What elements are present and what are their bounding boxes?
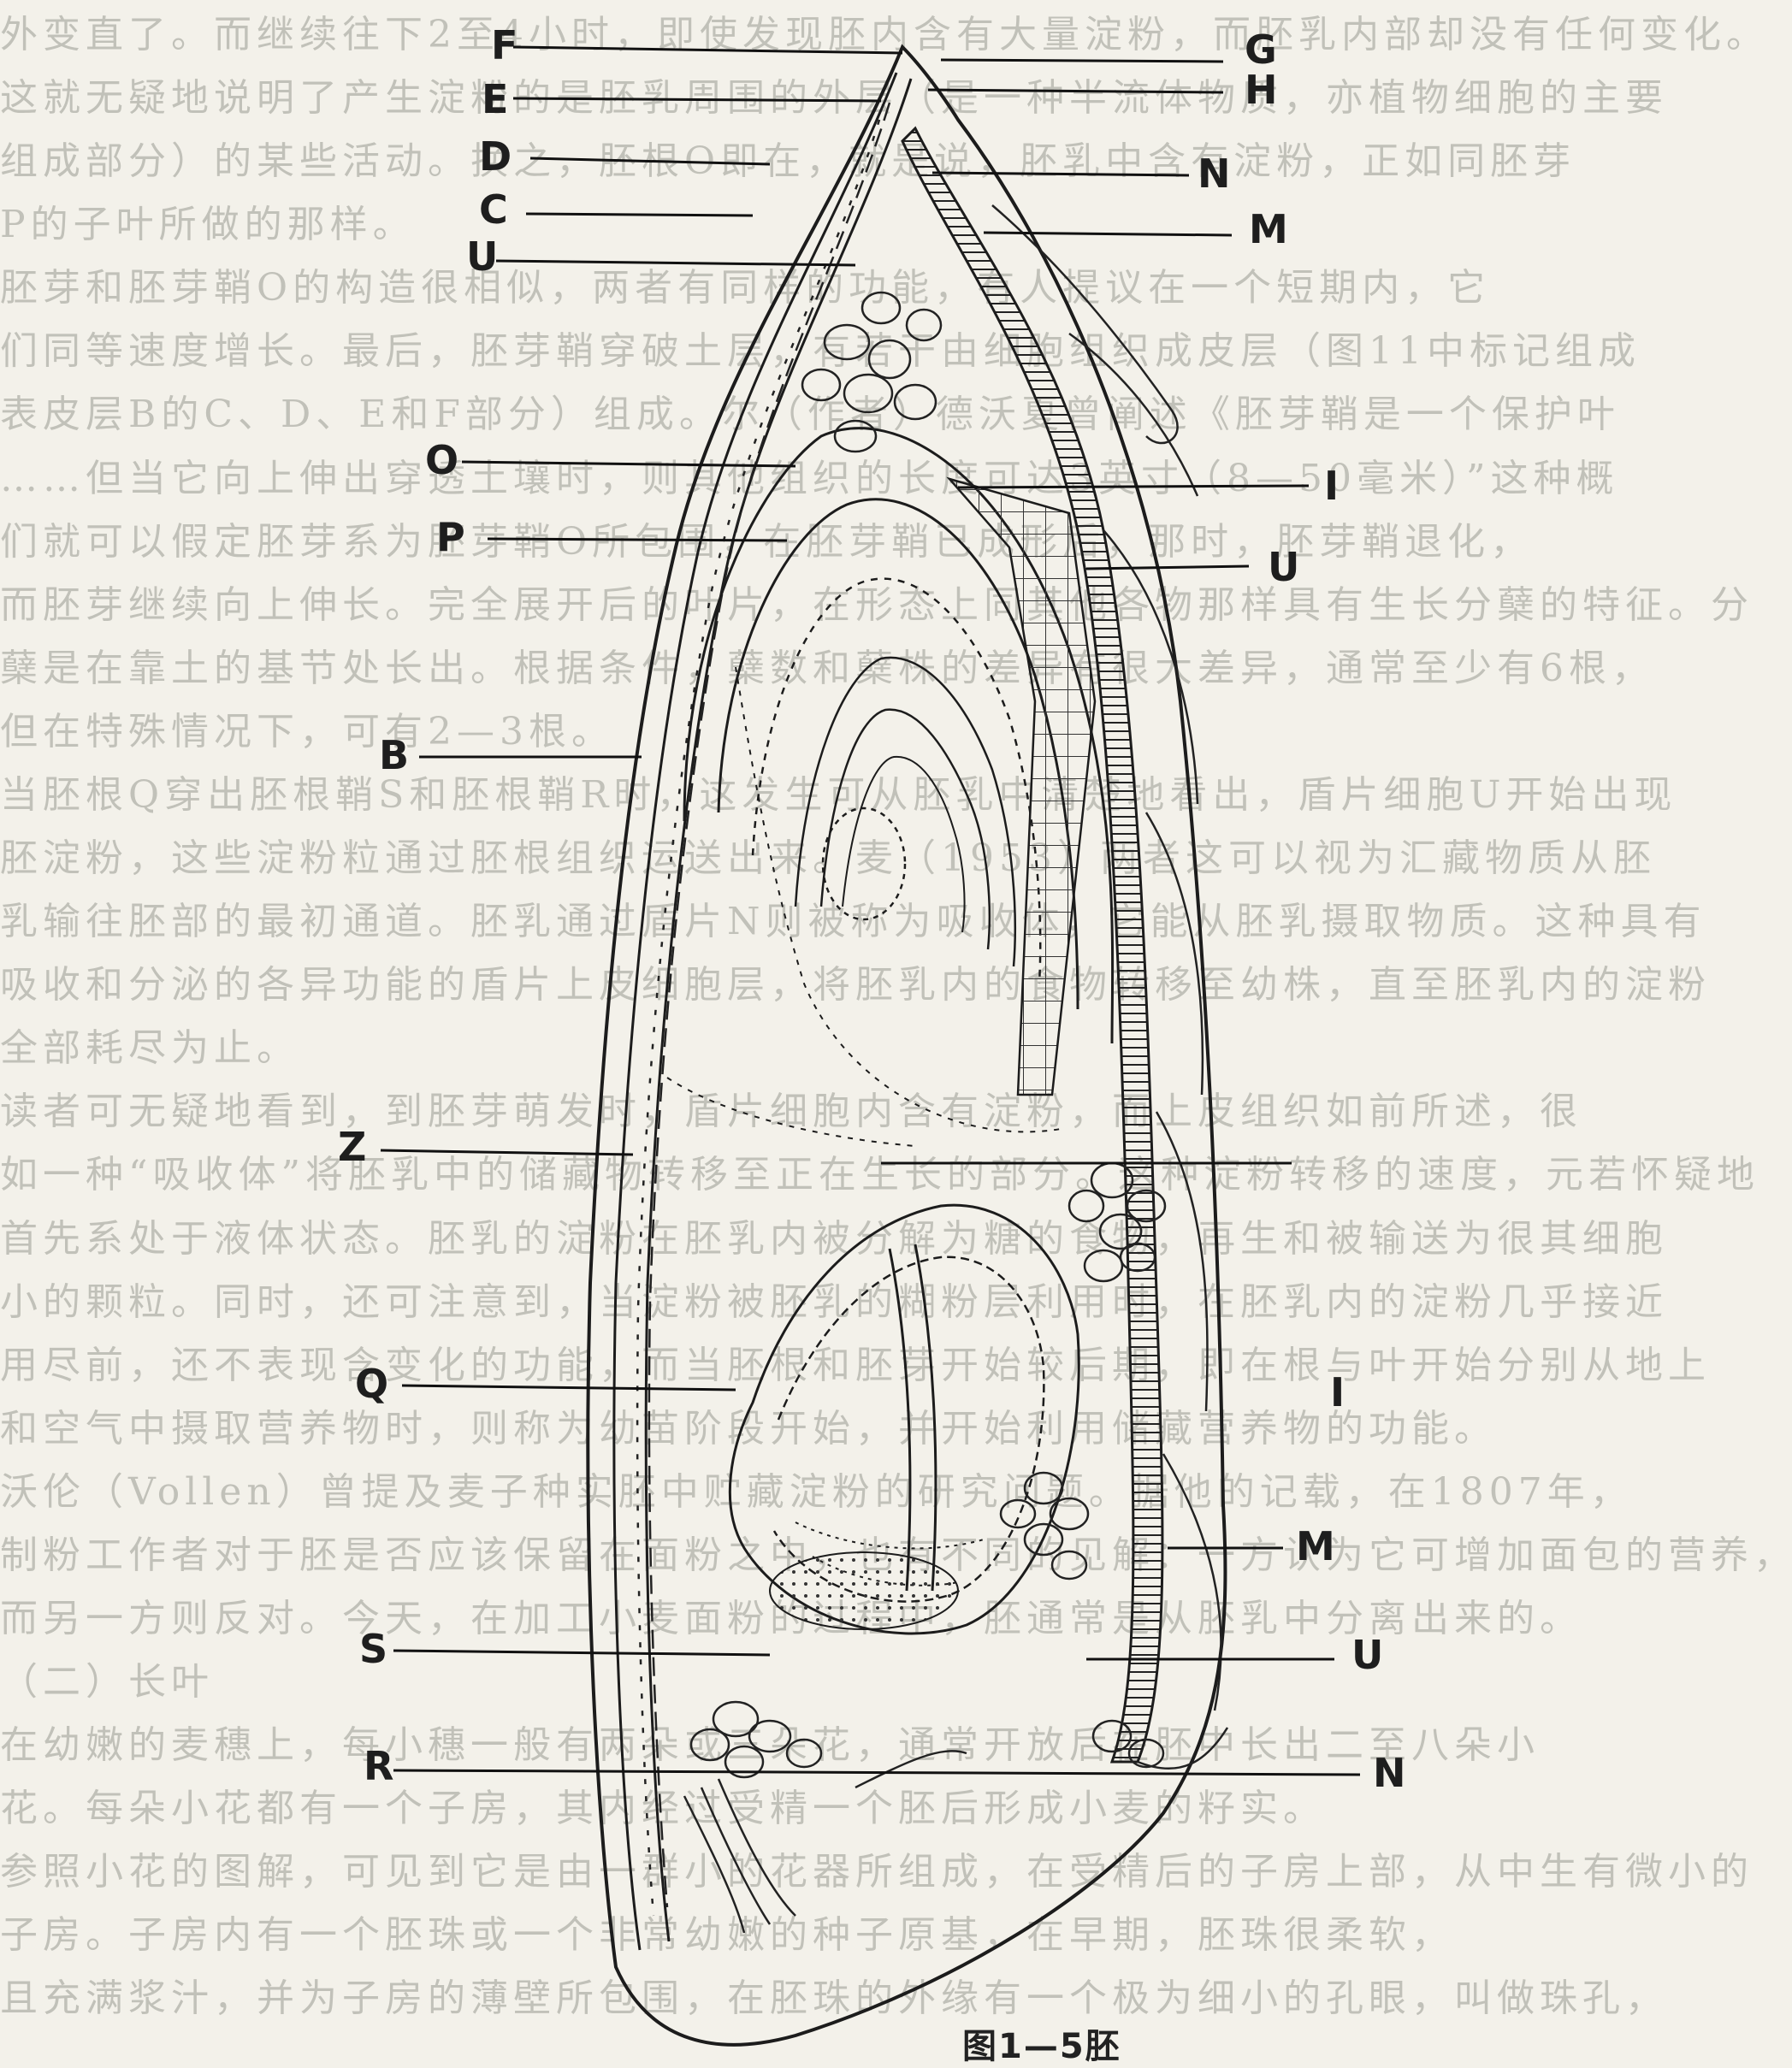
- label-O: O: [425, 440, 458, 480]
- coleoptile-wall-cells: [637, 103, 890, 1916]
- label-R: R: [364, 1746, 393, 1786]
- label-U-bottom: U: [1351, 1635, 1383, 1675]
- label-D: D: [479, 137, 512, 176]
- label-B: B: [379, 736, 409, 775]
- scutellar-node: [684, 1702, 967, 1933]
- scutellum-grid-cells: [949, 479, 1095, 1095]
- label-P: P: [436, 517, 465, 557]
- label-C: C: [479, 190, 508, 229]
- label-Z: Z: [338, 1127, 366, 1167]
- label-U-top: U: [466, 237, 498, 276]
- label-H: H: [1245, 70, 1278, 109]
- label-I-top: I: [1324, 466, 1339, 505]
- label-S: S: [359, 1629, 387, 1669]
- parenchyma-cells-top: [802, 292, 941, 452]
- figure-caption: 图1—5胚: [962, 2018, 1121, 2068]
- label-E: E: [482, 80, 508, 119]
- label-F: F: [491, 26, 517, 65]
- pericarp-inner-line-2: [646, 79, 911, 1941]
- label-N-bottom: N: [1373, 1753, 1406, 1793]
- leader-lines: [381, 47, 1360, 1775]
- label-M-bottom: M: [1296, 1527, 1335, 1566]
- label-N-top: N: [1198, 154, 1231, 193]
- label-Q: Q: [355, 1364, 388, 1403]
- label-G: G: [1245, 30, 1277, 69]
- label-U-mid: U: [1268, 547, 1299, 587]
- label-I-bottom: I: [1330, 1373, 1345, 1412]
- label-M-top: M: [1249, 210, 1288, 249]
- radicle-and-rootcap: [730, 1205, 1079, 1634]
